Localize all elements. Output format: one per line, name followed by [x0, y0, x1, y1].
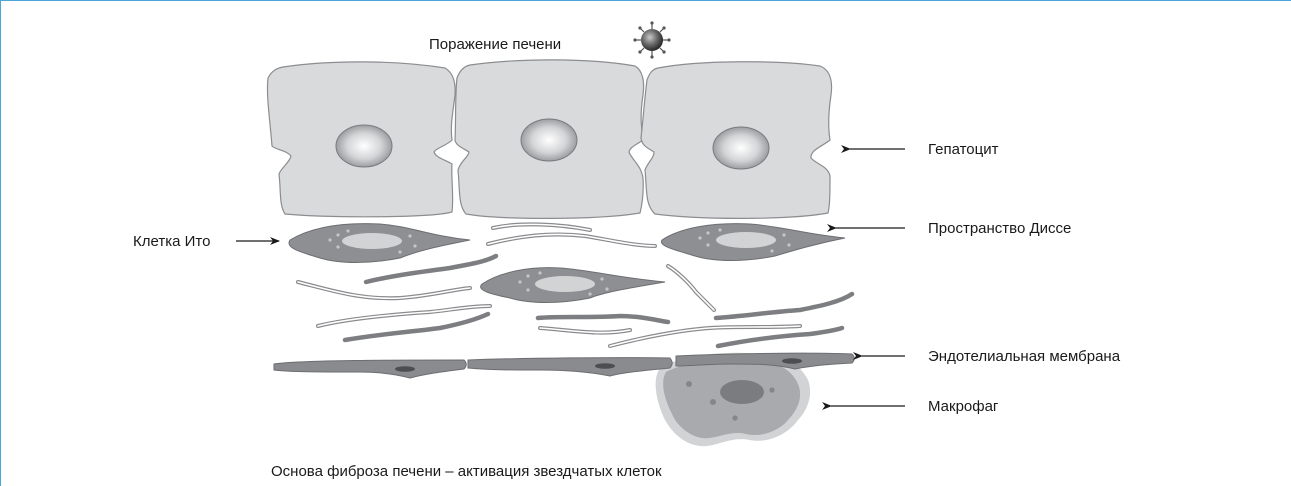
ito-cell-right: [661, 224, 845, 261]
ito-cell-center: [481, 268, 665, 303]
ito-cell-left: [289, 224, 470, 263]
virus-particle-icon: [633, 21, 670, 58]
macrophage-label: Макрофаг: [928, 398, 999, 415]
endothelial-cell-2: [468, 358, 672, 376]
hepatocyte-label: Гепатоцит: [928, 141, 999, 158]
hepatocyte-nucleus-2: [521, 119, 577, 161]
ito-cell-label: Клетка Ито: [133, 233, 210, 250]
hepatocyte-nucleus-1: [336, 125, 392, 167]
figure-caption: Основа фиброза печени – активация звездч…: [271, 463, 662, 480]
liver-damage-label: Поражение печени: [429, 36, 561, 53]
endothelial-cell-1: [274, 360, 466, 378]
hepatocyte-nucleus-3: [713, 127, 769, 169]
space-of-disse-label: Пространство Диссе: [928, 220, 1071, 237]
endothelial-membrane-label: Эндотелиальная мембрана: [928, 348, 1121, 365]
